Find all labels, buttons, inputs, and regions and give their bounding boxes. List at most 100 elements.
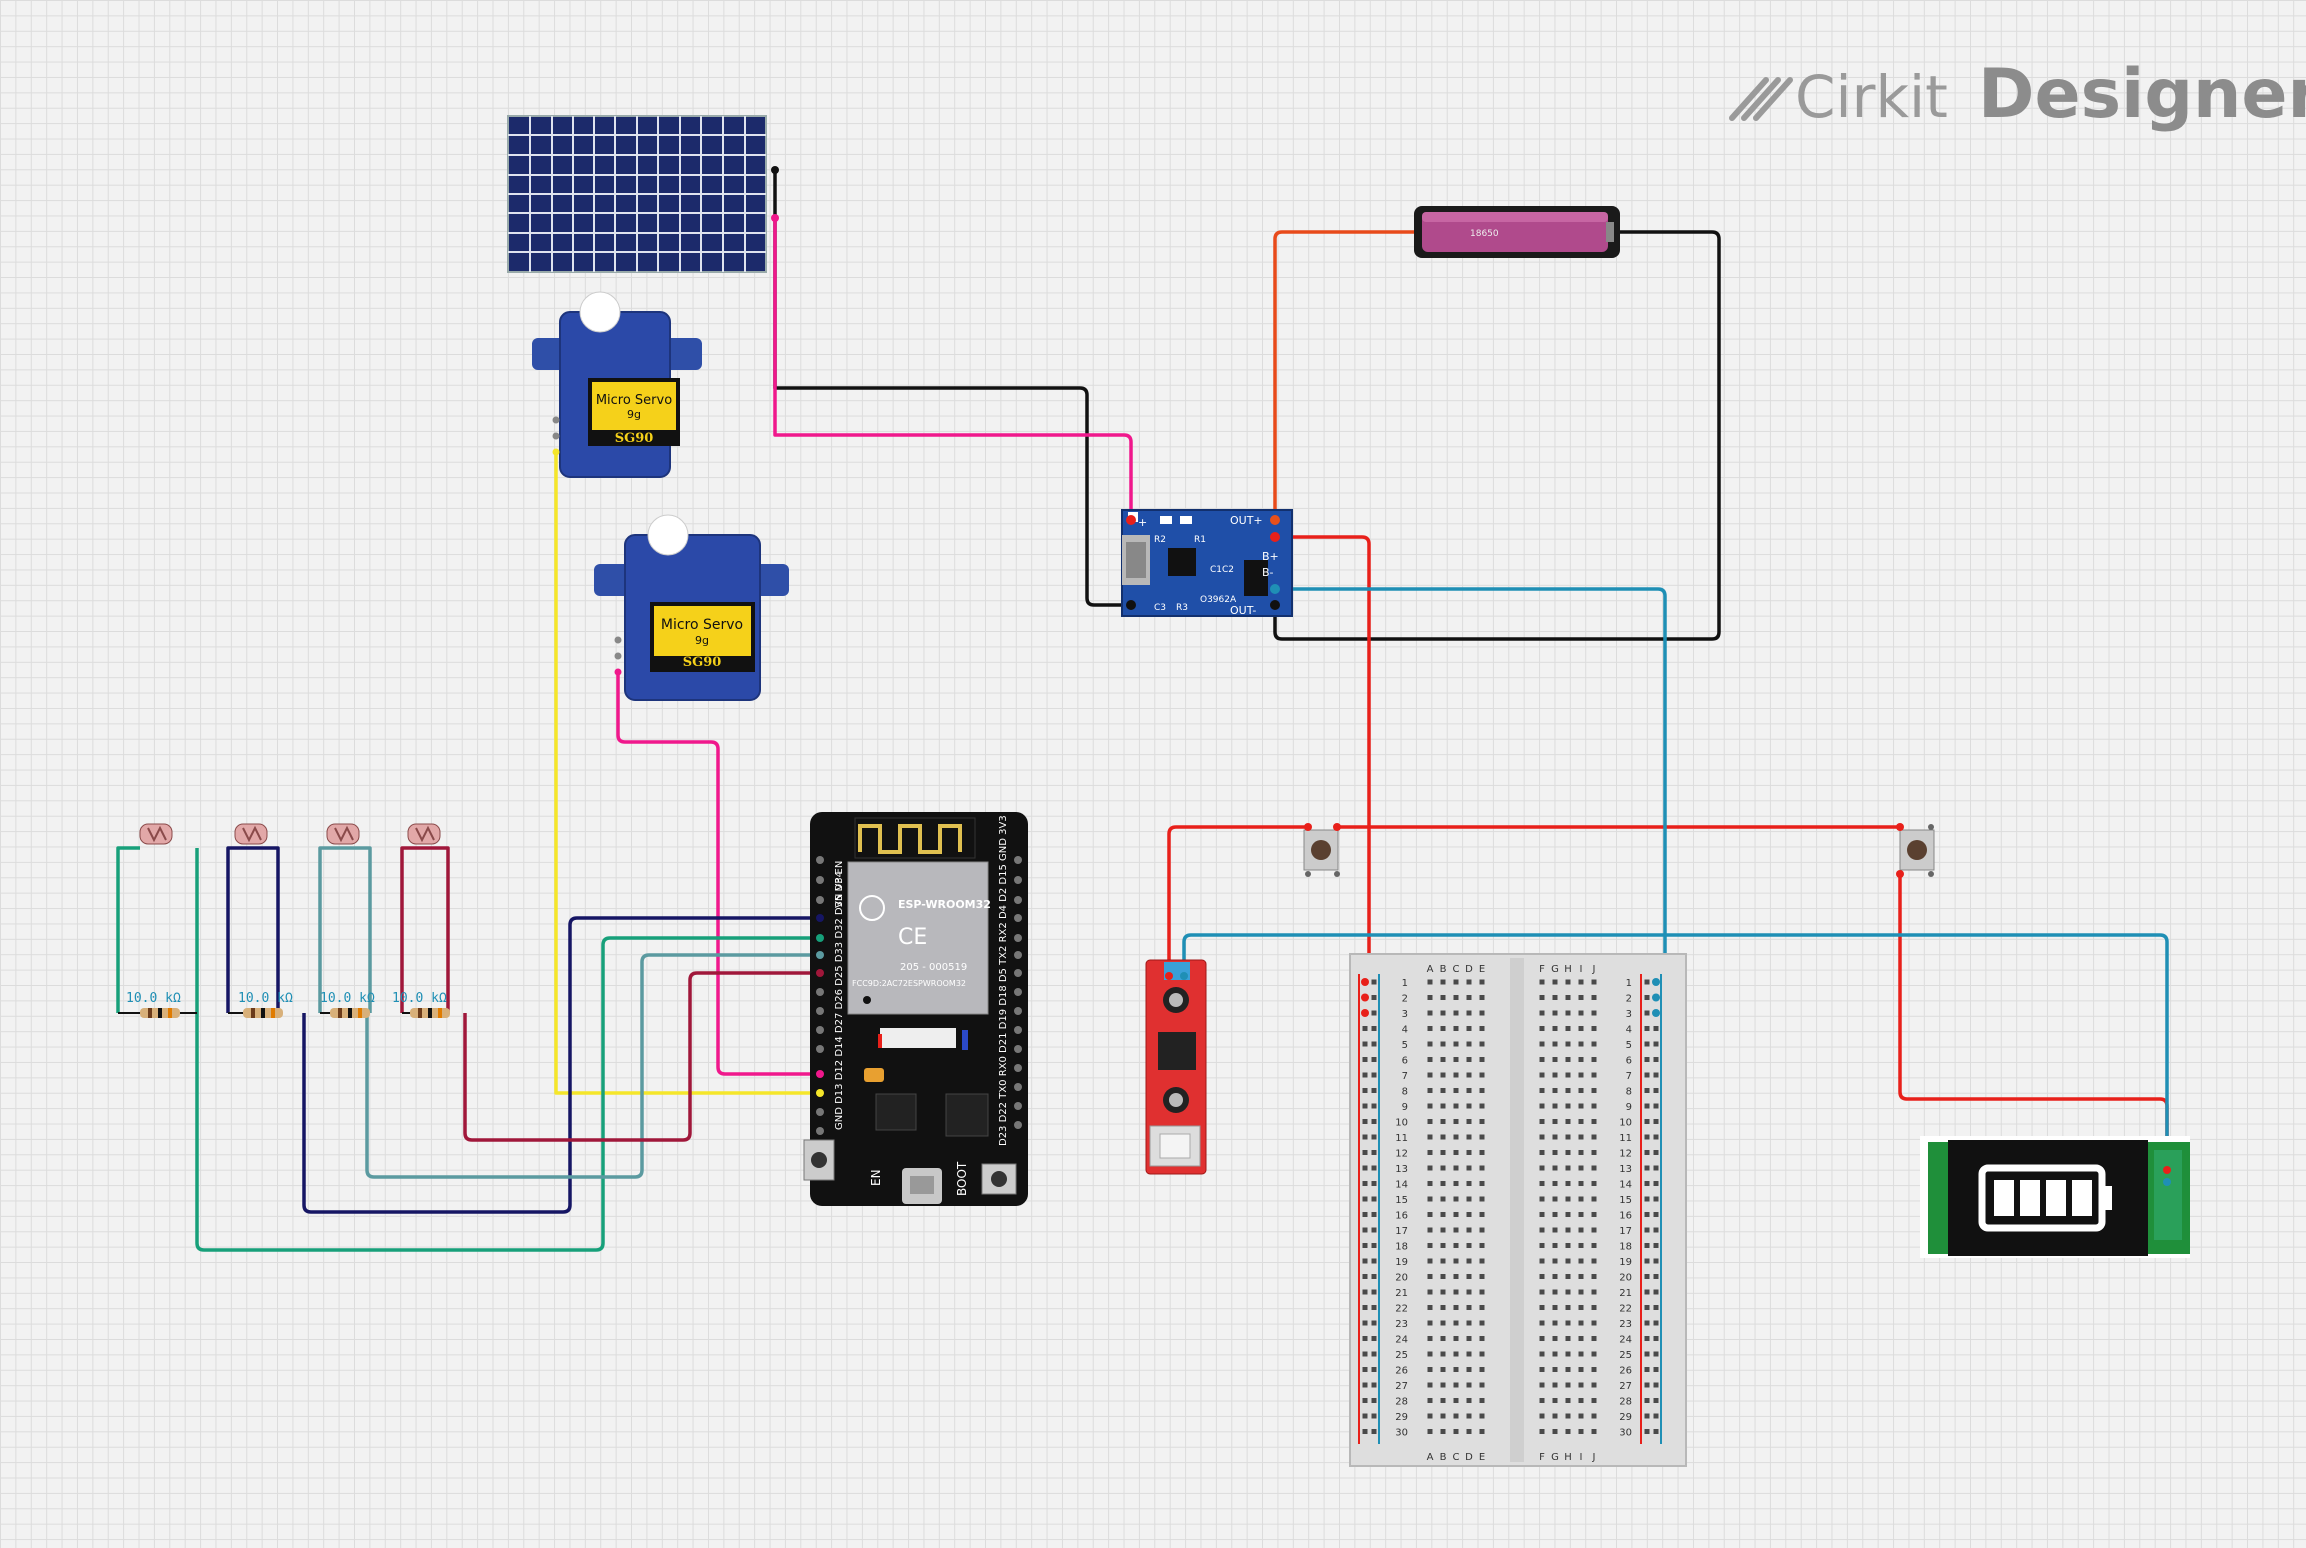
breadboard-hole[interactable] <box>1552 1382 1558 1388</box>
breadboard-hole[interactable] <box>1539 1351 1545 1357</box>
breadboard-hole[interactable] <box>1466 995 1472 1000</box>
breadboard-hole[interactable] <box>1440 1072 1446 1078</box>
breadboard-hole[interactable] <box>1427 1165 1433 1171</box>
boost-input-negative[interactable] <box>1180 972 1188 980</box>
breadboard-hole[interactable] <box>1466 1336 1472 1341</box>
breadboard-hole[interactable] <box>1653 1305 1659 1310</box>
breadboard-hole[interactable] <box>1479 1212 1485 1217</box>
breadboard-hole[interactable] <box>1653 1196 1659 1202</box>
breadboard-hole[interactable] <box>1644 1351 1650 1357</box>
breadboard-hole[interactable] <box>1466 1134 1472 1140</box>
breadboard-hole[interactable] <box>1453 1382 1459 1388</box>
breadboard-hole[interactable] <box>1427 1227 1433 1233</box>
push-button-2[interactable] <box>1896 823 1935 878</box>
breadboard-hole[interactable] <box>1453 1274 1459 1279</box>
breadboard-hole[interactable] <box>1440 1413 1446 1419</box>
breadboard-hole[interactable] <box>1440 1289 1446 1295</box>
breadboard-hole[interactable] <box>1466 1057 1472 1062</box>
breadboard-hole[interactable] <box>1565 1227 1571 1233</box>
breadboard-hole[interactable] <box>1371 1010 1377 1016</box>
breadboard-hole[interactable] <box>1552 1165 1558 1171</box>
breadboard-hole[interactable] <box>1479 1057 1485 1062</box>
breadboard-hole[interactable] <box>1644 1057 1650 1062</box>
breadboard-hole[interactable] <box>1466 1274 1472 1279</box>
breadboard-hole[interactable] <box>1466 1227 1472 1233</box>
breadboard-hole[interactable] <box>1479 1227 1485 1233</box>
breadboard-connected-pin[interactable] <box>1652 993 1660 1002</box>
breadboard-hole[interactable] <box>1591 1041 1597 1047</box>
breadboard-hole[interactable] <box>1362 1274 1368 1279</box>
breadboard-hole[interactable] <box>1371 1258 1377 1264</box>
breadboard-hole[interactable] <box>1653 1165 1659 1171</box>
breadboard-hole[interactable] <box>1578 1429 1584 1434</box>
breadboard-hole[interactable] <box>1653 1212 1659 1217</box>
breadboard-hole[interactable] <box>1362 1103 1368 1109</box>
breadboard-hole[interactable] <box>1591 1103 1597 1109</box>
breadboard-hole[interactable] <box>1479 1165 1485 1171</box>
breadboard-hole[interactable] <box>1591 1150 1597 1155</box>
breadboard-hole[interactable] <box>1578 1274 1584 1279</box>
breadboard-hole[interactable] <box>1466 1320 1472 1326</box>
breadboard-hole[interactable] <box>1653 1134 1659 1140</box>
indicator-positive[interactable] <box>2163 1166 2171 1174</box>
breadboard-hole[interactable] <box>1371 1305 1377 1310</box>
breadboard-hole[interactable] <box>1578 1196 1584 1202</box>
breadboard-hole[interactable] <box>1427 1336 1433 1341</box>
breadboard-hole[interactable] <box>1466 1413 1472 1419</box>
breadboard-hole[interactable] <box>1479 1010 1485 1016</box>
breadboard-hole[interactable] <box>1453 1134 1459 1140</box>
breadboard-hole[interactable] <box>1479 1367 1485 1372</box>
breadboard-hole[interactable] <box>1644 1072 1650 1078</box>
breadboard-hole[interactable] <box>1479 1103 1485 1109</box>
breadboard-hole[interactable] <box>1578 1072 1584 1078</box>
breadboard-hole[interactable] <box>1653 1181 1659 1186</box>
breadboard-hole[interactable] <box>1453 1057 1459 1062</box>
breadboard-hole[interactable] <box>1578 1165 1584 1171</box>
breadboard-hole[interactable] <box>1362 1398 1368 1403</box>
breadboard-hole[interactable] <box>1578 1088 1584 1093</box>
solar-terminal-negative[interactable] <box>771 166 779 174</box>
breadboard-hole[interactable] <box>1453 1336 1459 1341</box>
breadboard-hole[interactable] <box>1644 1026 1650 1031</box>
breadboard-hole[interactable] <box>1371 995 1377 1000</box>
wire-ldr2[interactable] <box>302 916 820 1214</box>
breadboard-hole[interactable] <box>1371 1289 1377 1295</box>
breadboard-hole[interactable] <box>1644 1165 1650 1171</box>
breadboard-hole[interactable] <box>1552 1429 1558 1434</box>
breadboard-hole[interactable] <box>1427 1088 1433 1093</box>
breadboard-hole[interactable] <box>1466 1243 1472 1248</box>
breadboard-hole[interactable] <box>1653 1320 1659 1326</box>
breadboard-hole[interactable] <box>1440 1243 1446 1248</box>
breadboard-hole[interactable] <box>1453 1243 1459 1248</box>
breadboard-hole[interactable] <box>1479 1289 1485 1295</box>
breadboard-connected-pin[interactable] <box>1361 978 1369 986</box>
breadboard-hole[interactable] <box>1427 1351 1433 1357</box>
breadboard-hole[interactable] <box>1440 1165 1446 1171</box>
breadboard-hole[interactable] <box>1644 979 1650 985</box>
breadboard-hole[interactable] <box>1440 1227 1446 1233</box>
breadboard-hole[interactable] <box>1578 1305 1584 1310</box>
breadboard-hole[interactable] <box>1440 1351 1446 1357</box>
breadboard-hole[interactable] <box>1565 1258 1571 1264</box>
ldr-2[interactable] <box>234 823 268 845</box>
wire-solar-positive[interactable] <box>773 218 1133 520</box>
breadboard-hole[interactable] <box>1578 1320 1584 1326</box>
breadboard-hole[interactable] <box>1371 1429 1377 1434</box>
wire-servo2-signal[interactable] <box>616 672 820 1076</box>
breadboard-hole[interactable] <box>1371 979 1377 985</box>
breadboard-hole[interactable] <box>1440 1367 1446 1372</box>
breadboard-hole[interactable] <box>1565 1289 1571 1295</box>
breadboard-hole[interactable] <box>1565 995 1571 1000</box>
breadboard-hole[interactable] <box>1539 1258 1545 1264</box>
breadboard-hole[interactable] <box>1552 1227 1558 1233</box>
breadboard-hole[interactable] <box>1440 979 1446 985</box>
breadboard-hole[interactable] <box>1427 1305 1433 1310</box>
breadboard-hole[interactable] <box>1653 1351 1659 1357</box>
breadboard-hole[interactable] <box>1479 1181 1485 1186</box>
breadboard-hole[interactable] <box>1552 1243 1558 1248</box>
breadboard-hole[interactable] <box>1371 1181 1377 1186</box>
breadboard-hole[interactable] <box>1453 1150 1459 1155</box>
breadboard-hole[interactable] <box>1539 1088 1545 1093</box>
breadboard-hole[interactable] <box>1479 1429 1485 1434</box>
breadboard-hole[interactable] <box>1552 1041 1558 1047</box>
